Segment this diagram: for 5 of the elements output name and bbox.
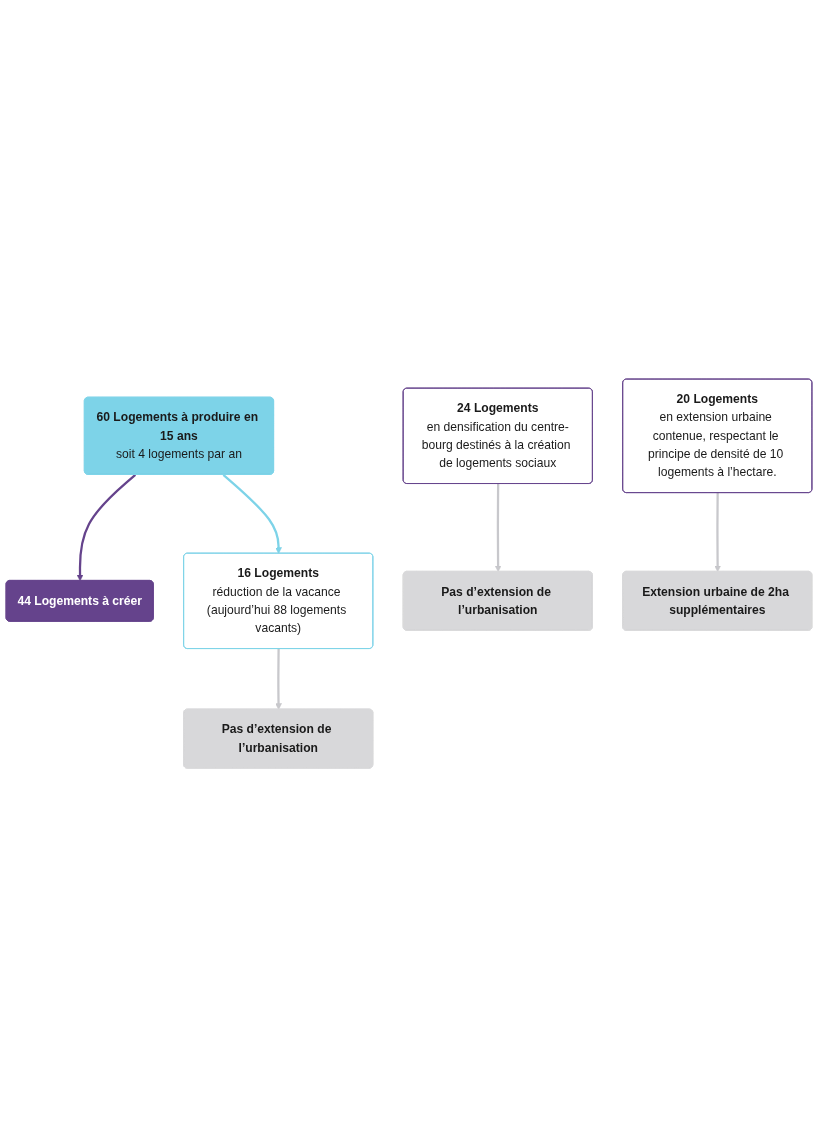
arrow [275,648,282,710]
arrow [714,492,721,572]
arrow [494,483,502,572]
arrow [222,473,282,554]
arrow [76,473,137,581]
